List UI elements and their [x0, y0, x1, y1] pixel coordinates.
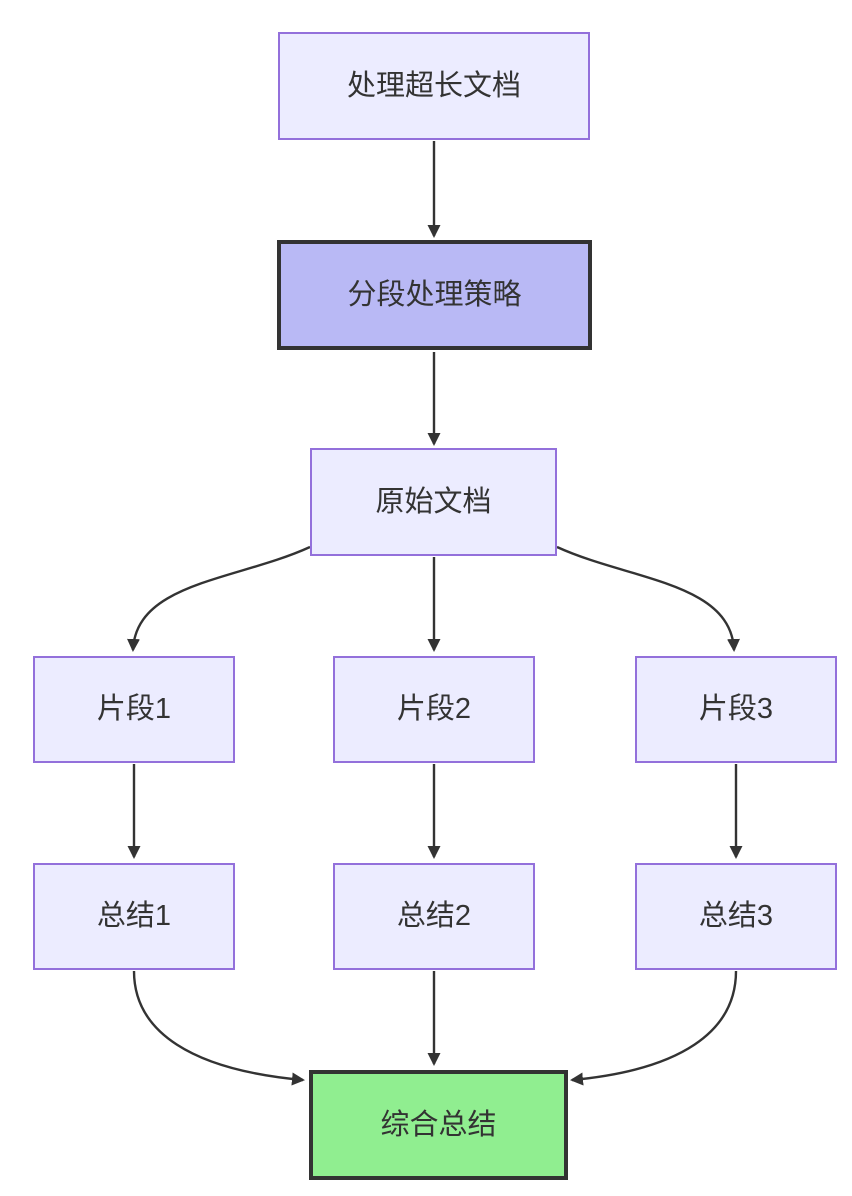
edge-summary1-final — [132, 970, 305, 1086]
edge-summary3-final — [570, 970, 738, 1086]
node-fragment-1: 片段1 — [33, 656, 235, 763]
node-process-long-document: 处理超长文档 — [278, 32, 590, 140]
node-fragment-3: 片段3 — [635, 656, 837, 763]
node-summary-3: 总结3 — [635, 863, 837, 970]
edge-doc-fragment3 — [556, 545, 740, 652]
node-segment-strategy: 分段处理策略 — [277, 240, 592, 350]
node-fragment-2: 片段2 — [333, 656, 535, 763]
node-summary-2: 总结2 — [333, 863, 535, 970]
node-original-document: 原始文档 — [310, 448, 557, 556]
node-summary-1: 总结1 — [33, 863, 235, 970]
edge-doc-fragment1 — [127, 545, 311, 652]
node-final-summary: 综合总结 — [309, 1070, 568, 1180]
